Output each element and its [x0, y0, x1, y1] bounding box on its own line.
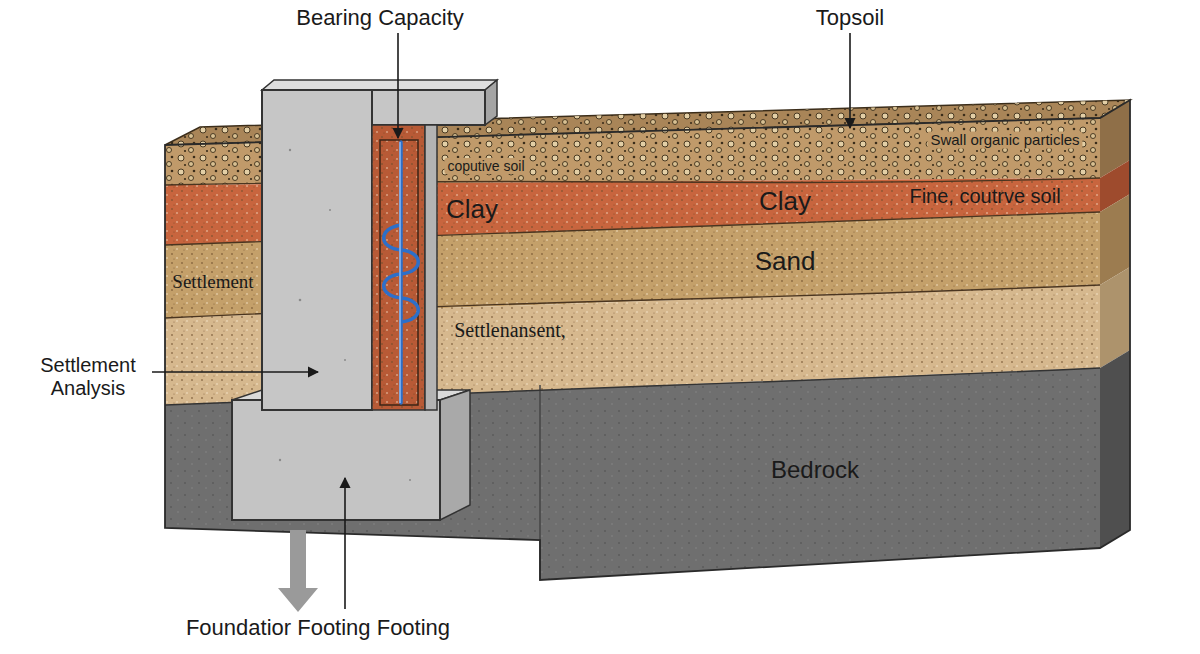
soil-slot — [372, 125, 425, 410]
layer-name: Clay — [759, 187, 811, 217]
callout-label: Foundatior Footing Footing — [186, 615, 450, 640]
layer-note: coputive soil — [444, 158, 527, 174]
footing-front — [232, 400, 440, 520]
cap-top — [262, 80, 497, 90]
rebar-highlight — [399, 142, 400, 403]
rebar-spiral — [384, 225, 419, 322]
callout-label: Topsoil — [816, 5, 884, 30]
process-note: Settlenansent, — [454, 319, 566, 342]
process-note: Settlement — [172, 271, 253, 293]
soil-slot-texture — [372, 125, 425, 410]
layer-note: Fine, coutrve soil — [909, 185, 1060, 208]
callout-label: Bearing Capacity — [296, 5, 464, 30]
layer-name: Clay — [446, 195, 498, 225]
leader-line — [152, 371, 318, 373]
column-front — [262, 90, 372, 410]
leader-lines — [152, 33, 850, 609]
side-bedrock — [1100, 350, 1130, 548]
column-cap — [372, 90, 485, 125]
settlement-arrow — [278, 530, 318, 612]
leader-line — [849, 33, 851, 128]
layer-note: Swall organic particles — [927, 131, 1082, 148]
concrete-speckle — [279, 149, 411, 481]
footing-end — [440, 390, 470, 520]
column-wall — [425, 125, 437, 410]
layer-name: Bedrock — [771, 456, 859, 484]
layer-name: Sand — [755, 247, 816, 277]
leader-line — [344, 478, 346, 609]
callout-label: Settlement Analysis — [23, 354, 153, 400]
leader-line — [397, 33, 399, 138]
cap-end — [485, 80, 497, 125]
rebar-coil — [384, 142, 419, 403]
slot-lining — [380, 140, 418, 405]
